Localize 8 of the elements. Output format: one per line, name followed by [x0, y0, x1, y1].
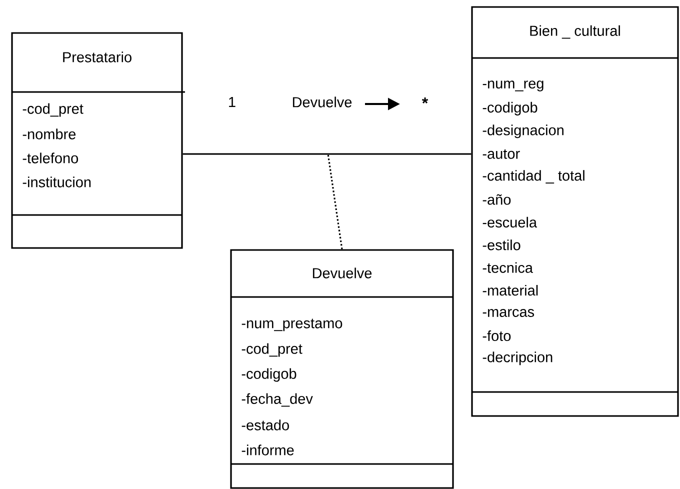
association-class-line: [327, 154, 343, 250]
multiplicity-label: *: [422, 98, 428, 104]
association-line: [182, 153, 472, 155]
edge-label: Devuelve: [292, 96, 352, 108]
class-box: Bien _ cultural -num_reg -codigob -designacion -autor -cantidad _ total -año -escuela -estilo -tecnica -material -marcas -foto -decripcion: [471, 6, 679, 417]
class-box: Devuelve -num_prestamo -cod_pret -codigob -fecha_dev -estado -informe: [230, 249, 454, 489]
class-box: Prestatario -cod_pret -nombre -telefono -institucion: [11, 32, 185, 249]
multiplicity-label: 1: [229, 97, 236, 107]
